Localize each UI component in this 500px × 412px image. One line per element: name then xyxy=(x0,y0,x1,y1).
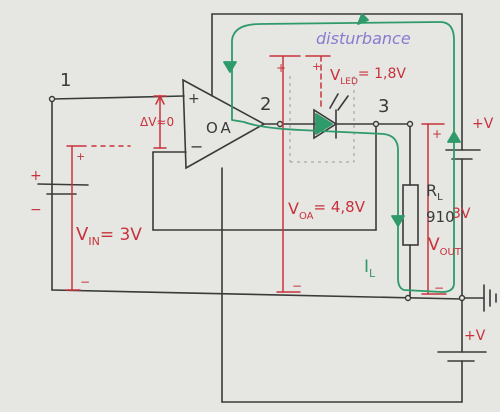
vin-minus: − xyxy=(80,275,90,289)
voa-plus: + xyxy=(276,61,286,75)
current-arrow-load xyxy=(391,215,405,227)
delta-v-arrow-up xyxy=(155,94,165,105)
rl-value: 910 xyxy=(426,208,455,226)
current-path xyxy=(231,21,455,293)
vled-label: VLED= 1,8V xyxy=(330,66,406,87)
led-arrow-1 xyxy=(329,93,339,109)
voa-label: VOA= 4,8V xyxy=(288,198,366,222)
node3-dot xyxy=(372,120,380,128)
circuit-nodes xyxy=(48,95,466,302)
svg-text:VOUT: VOUT xyxy=(428,235,462,258)
battery-minus-label: − xyxy=(30,202,42,218)
disturbance-arrow xyxy=(357,13,369,25)
supply-bottom-label: +V xyxy=(464,328,486,344)
green-current-loop xyxy=(223,13,461,293)
current-arrow-top xyxy=(223,61,237,73)
opamp-triangle xyxy=(182,78,266,170)
ground-node xyxy=(458,294,466,302)
battery-plus-label: + xyxy=(30,168,42,184)
opamp-plus-label: + xyxy=(188,91,200,107)
svg-text:VOA= 4,8V: VOA= 4,8V xyxy=(288,198,366,222)
il-label: IL xyxy=(364,257,376,280)
vled-plus: + xyxy=(312,60,321,73)
svg-text:IL: IL xyxy=(364,257,376,280)
vout-value: 3V xyxy=(452,206,471,222)
led-fill-green xyxy=(315,113,333,135)
delta-v-label: ΔV≈0 xyxy=(140,115,174,129)
supply-top-label: +V xyxy=(472,116,494,132)
disturbance-label: disturbance xyxy=(316,29,411,48)
voa-minus: − xyxy=(292,279,302,293)
vin-label: VIN= 3V xyxy=(76,224,142,248)
svg-text:VLED= 1,8V: VLED= 1,8V xyxy=(330,66,406,87)
vout-minus: − xyxy=(434,281,444,295)
load-bottom-node xyxy=(404,294,412,302)
svg-text:VIN= 3V: VIN= 3V xyxy=(76,224,142,248)
dashed-regions xyxy=(289,76,355,163)
rl-label: RL xyxy=(426,181,443,203)
node1-label: 1 xyxy=(60,70,71,91)
vout-label: VOUT xyxy=(428,235,462,258)
node3-label: 3 xyxy=(378,96,389,117)
opamp-name-label: OA xyxy=(206,119,234,137)
vout-plus: + xyxy=(432,127,442,141)
ground-wire xyxy=(51,289,463,300)
node1-dot xyxy=(48,95,56,103)
led-arrow-2 xyxy=(337,95,349,111)
black-wiring xyxy=(37,13,497,403)
svg-text:RL: RL xyxy=(426,181,443,203)
node2-label: 2 xyxy=(260,94,271,115)
current-arrow-right xyxy=(447,131,461,143)
battery-top-plate xyxy=(37,183,89,186)
vin-plus: + xyxy=(76,150,85,163)
red-measurements xyxy=(65,55,447,295)
load-top-node xyxy=(406,120,414,128)
opamp-minus-label: − xyxy=(190,137,203,156)
node2-dot xyxy=(276,120,284,128)
